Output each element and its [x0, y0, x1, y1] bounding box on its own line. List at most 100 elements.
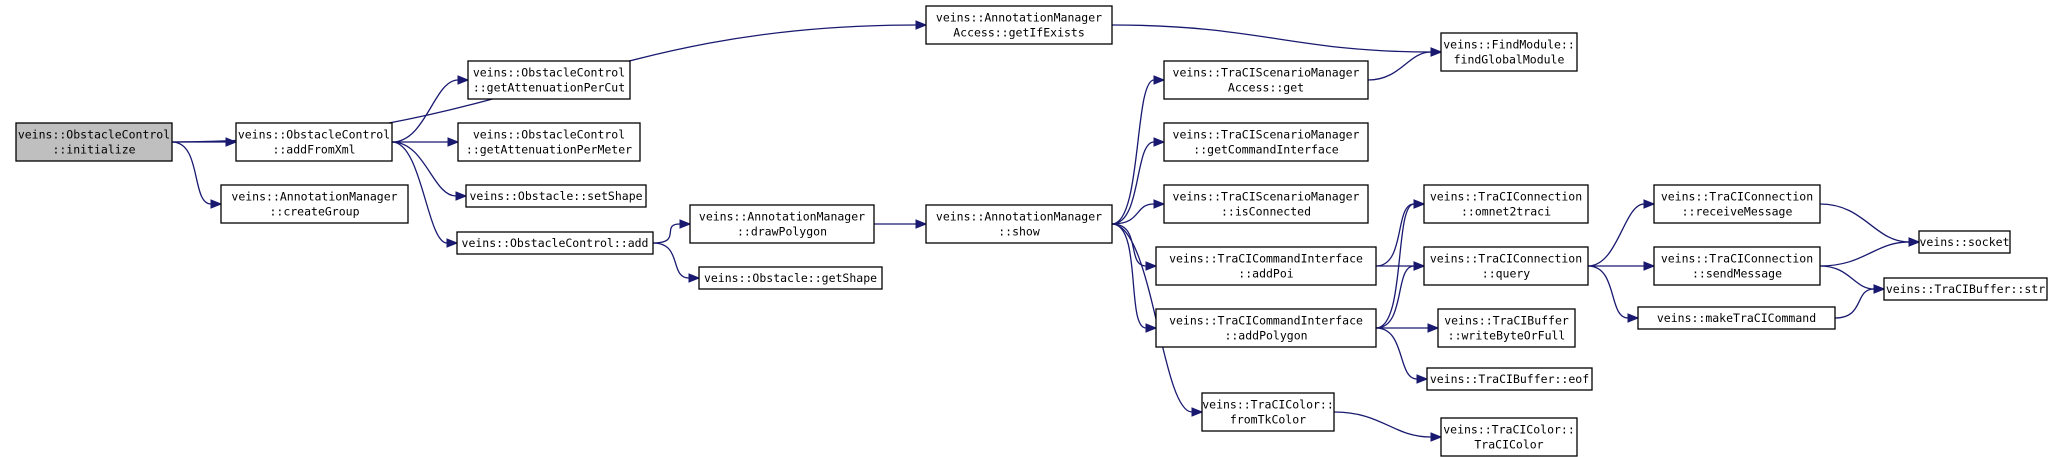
edge-n1-to-n7	[391, 141, 468, 201]
node-box	[467, 60, 631, 100]
node-veins-tracicommandinterface-addpoi[interactable]: veins::TraCICommandInterface::addPoi	[1155, 246, 1377, 286]
node-label-line: veins::socket	[1919, 235, 2009, 249]
node-veins-annotationmanager-access-getifexists[interactable]: veins::AnnotationManagerAccess::getIfExi…	[925, 5, 1113, 45]
edge-n1-to-n8	[391, 141, 459, 248]
node-veins-traciconnection-sendmessage[interactable]: veins::TraCIConnection::sendMessage	[1653, 246, 1821, 286]
node-veins-tracibuffer-writebyteorfull[interactable]: veins::TraCIBuffer::writeByteOrFull	[1437, 308, 1576, 348]
node-label-line: ::receiveMessage	[1682, 205, 1793, 219]
edge-line	[1375, 203, 1415, 267]
node-box	[1883, 277, 2048, 301]
node-box	[1155, 246, 1377, 286]
node-veins-obstacle-setshape[interactable]: veins::Obstacle::setShape	[465, 184, 647, 208]
node-veins-socket[interactable]: veins::socket	[1918, 230, 2011, 254]
node-label-line: veins::Obstacle::getShape	[704, 271, 877, 285]
node-label-line: veins::AnnotationManager	[231, 190, 397, 204]
node-label-line: veins::ObstacleControl	[473, 128, 625, 142]
node-veins-findmodule-findglobalmodule[interactable]: veins::FindModule::findGlobalModule	[1440, 32, 1578, 72]
node-label-line: veins::AnnotationManager	[936, 210, 1102, 224]
node-veins-obstaclecontrol-getattenuationpercut[interactable]: veins::ObstacleControl::getAttenuationPe…	[467, 60, 631, 100]
node-label-line: ::omnet2traci	[1461, 205, 1551, 219]
node-label-line: veins::TraCIConnection	[1661, 252, 1813, 266]
node-veins-obstaclecontrol-getattenuationpermeter[interactable]: veins::ObstacleControl::getAttenuationPe…	[457, 122, 641, 162]
node-label-line: veins::TraCIColor::	[1202, 398, 1334, 412]
node-veins-traciscenariomanager-isconnected[interactable]: veins::TraCIScenarioManager::isConnected	[1163, 184, 1369, 224]
edge-line	[1819, 203, 1910, 243]
node-label-line: veins::TraCIBuffer	[1444, 314, 1569, 328]
node-label-line: veins::ObstacleControl	[473, 66, 625, 80]
edge-line	[1819, 265, 1875, 290]
node-veins-maketracicommand[interactable]: veins::makeTraCICommand	[1637, 306, 1836, 330]
edge-arrowhead	[210, 199, 223, 209]
edge-n11-to-n13	[1111, 137, 1166, 225]
node-label-line: veins::AnnotationManager	[699, 210, 865, 224]
node-veins-obstaclecontrol-addfromxml[interactable]: veins::ObstacleControl::addFromXml	[235, 122, 393, 162]
node-label-line: ::isConnected	[1221, 205, 1311, 219]
node-box	[1426, 367, 1593, 391]
node-label-line: veins::TraCIBuffer::eof	[1430, 372, 1589, 386]
node-veins-annotationmanager-show[interactable]: veins::AnnotationManager::show	[925, 204, 1113, 244]
node-box	[1423, 184, 1589, 224]
node-veins-annotationmanager-creategroup[interactable]: veins::AnnotationManager::createGroup	[220, 184, 409, 224]
node-label-line: ::getAttenuationPerCut	[473, 81, 625, 95]
node-label-line: fromTkColor	[1230, 413, 1306, 427]
node-box	[1440, 32, 1578, 72]
node-veins-traciconnection-omnet2traci[interactable]: veins::TraCIConnection::omnet2traci	[1423, 184, 1589, 224]
nodes-layer: veins::ObstacleControl::initializeveins:…	[15, 5, 2048, 457]
edge-arrowhead	[1430, 432, 1443, 442]
node-veins-obstacle-getshape[interactable]: veins::Obstacle::getShape	[698, 266, 883, 290]
edge-arrowhead	[1430, 47, 1443, 57]
edge-n3-to-n4	[1111, 24, 1443, 57]
edge-line	[171, 141, 212, 205]
edge-line	[1367, 51, 1432, 81]
edge-line	[1834, 288, 1875, 319]
node-veins-tracibuffer-eof[interactable]: veins::TraCIBuffer::eof	[1426, 367, 1593, 391]
node-box	[465, 184, 647, 208]
node-box	[456, 231, 654, 255]
node-label-line: veins::TraCIBuffer::str	[1886, 282, 2045, 296]
node-veins-tracicommandinterface-addpolygon[interactable]: veins::TraCICommandInterface::addPolygon	[1155, 308, 1377, 348]
node-label-line: ::addPoi	[1238, 267, 1293, 281]
node-label-line: ::addPolygon	[1224, 329, 1307, 343]
node-label-line: veins::TraCIScenarioManager	[1173, 190, 1360, 204]
edge-n24-to-n26	[1819, 237, 1921, 267]
node-box	[925, 204, 1113, 244]
edge-arrowhead	[1413, 261, 1426, 271]
node-veins-obstaclecontrol-add[interactable]: veins::ObstacleControl::add	[456, 231, 654, 255]
node-veins-tracicolor-tracicolor[interactable]: veins::TraCIColor::TraCIColor	[1440, 417, 1578, 457]
node-label-line: veins::makeTraCICommand	[1657, 311, 1816, 325]
node-box	[925, 5, 1113, 45]
edge-arrowhead	[1643, 261, 1656, 271]
node-label-line: ::initialize	[52, 143, 135, 157]
node-veins-annotationmanager-drawpolygon[interactable]: veins::AnnotationManager::drawPolygon	[689, 204, 875, 244]
edge-line	[1375, 327, 1418, 380]
edge-n11-to-n16	[1111, 223, 1158, 333]
edge-line	[391, 79, 459, 143]
edge-n9-to-n11	[874, 219, 928, 229]
node-box	[1201, 392, 1335, 432]
edge-arrowhead	[1153, 199, 1166, 209]
node-box	[698, 266, 883, 290]
node-veins-traciconnection-receivemessage[interactable]: veins::TraCIConnection::receiveMessage	[1653, 184, 1821, 224]
node-box	[235, 122, 393, 162]
node-veins-traciscenariomanager-getcommandinterface[interactable]: veins::TraCIScenarioManager::getCommandI…	[1163, 122, 1369, 162]
node-label-line: Access::get	[1228, 81, 1304, 95]
node-veins-tracicolor-fromtkcolor[interactable]: veins::TraCIColor::fromTkColor	[1201, 392, 1335, 432]
node-label-line: ::drawPolygon	[737, 225, 827, 239]
edge-line	[1375, 203, 1415, 329]
node-box	[1423, 246, 1589, 286]
node-label-line: veins::AnnotationManager	[936, 11, 1102, 25]
node-veins-tracibuffer-str[interactable]: veins::TraCIBuffer::str	[1883, 277, 2048, 301]
node-veins-obstaclecontrol-initialize[interactable]: veins::ObstacleControl::initialize	[15, 122, 173, 162]
node-label-line: ::query	[1482, 267, 1531, 281]
edge-line	[1111, 203, 1155, 225]
node-label-line: veins::TraCIScenarioManager	[1173, 128, 1360, 142]
edge-arrowhead	[1873, 284, 1886, 294]
node-veins-traciconnection-query[interactable]: veins::TraCIConnection::query	[1423, 246, 1589, 286]
edge-line	[652, 223, 681, 244]
edges-layer	[171, 20, 1921, 442]
edge-arrowhead	[1153, 137, 1166, 147]
edge-arrowhead	[1413, 199, 1426, 209]
edge-n16-to-n19	[1375, 261, 1426, 329]
edge-arrowhead	[1908, 237, 1921, 247]
